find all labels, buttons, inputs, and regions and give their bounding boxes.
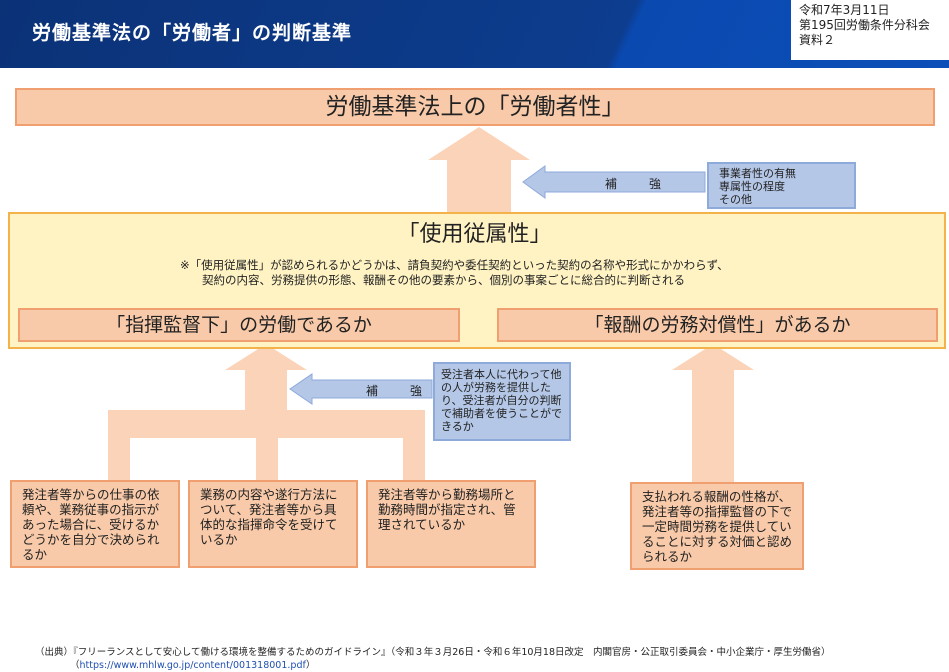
meta-date: 令和7年3月11日 bbox=[799, 3, 890, 17]
up-arrow-right bbox=[672, 344, 754, 482]
bracket-center-leg bbox=[256, 438, 278, 482]
page-title: 労働基準法の「労働者」の判断基準 bbox=[32, 22, 353, 44]
note-line: ※「使用従属性」が認められるかどうかは、請負契約や委任契約といった契約の名称や形… bbox=[180, 258, 729, 272]
up-arrow-main bbox=[428, 127, 530, 212]
criterion-box: 支払われる報酬の性格が、発注者等の指揮監督の下で一定時間労務を提供していることに… bbox=[630, 482, 804, 570]
subordination-note: ※「使用従属性」が認められるかどうかは、請負契約や委任契約といった契約の名称や形… bbox=[180, 258, 729, 288]
reinforce-arrow-2 bbox=[289, 373, 433, 405]
worker-status-box: 労働基準法上の「労働者性」 bbox=[15, 88, 935, 126]
reinforce-arrow-1 bbox=[522, 165, 706, 199]
paren: （ bbox=[70, 660, 80, 671]
reinforce-label-1: 補 強 bbox=[605, 177, 672, 191]
meta-meeting: 第195回労働条件分科会 bbox=[799, 18, 930, 32]
reinforce-label-2: 補 強 bbox=[366, 384, 433, 398]
reinforce-factors-box: 事業者性の有無 専属性の程度 その他 bbox=[707, 162, 856, 209]
substitute-labor-box: 受注者本人に代わって他の人が労務を提供したり、受注者が自分の判断で補助者を使うこ… bbox=[433, 362, 571, 441]
up-arrow-left bbox=[225, 344, 307, 410]
source-citation: （出典）『フリーランスとして安心して働ける環境を整備するためのガイドライン』（令… bbox=[35, 647, 831, 658]
criterion-box: 発注者等からの仕事の依頼や、業務従事の指示があった場合に、受けるかどうかを自分で… bbox=[10, 480, 180, 568]
document-meta: 令和7年3月11日 第195回労働条件分科会 資料２ bbox=[791, 0, 949, 60]
header-banner bbox=[0, 0, 949, 68]
factor-item: その他 bbox=[719, 193, 752, 206]
bracket-left bbox=[108, 410, 425, 482]
remuneration-box: 「報酬の労務対償性」があるか bbox=[497, 308, 938, 342]
factor-item: 事業者性の有無 bbox=[719, 167, 796, 180]
factor-item: 専属性の程度 bbox=[719, 180, 785, 193]
direction-supervision-box: 「指揮監督下」の労働であるか bbox=[18, 308, 460, 342]
criterion-box: 業務の内容や遂行方法について、発注者等から具体的な指揮命令を受けているか bbox=[188, 480, 358, 568]
criterion-box: 発注者等から勤務場所と勤務時間が指定され、管理されているか bbox=[366, 480, 536, 568]
source-link[interactable]: https://www.mhlw.go.jp/content/001318001… bbox=[79, 660, 306, 671]
note-line: 契約の内容、労務提供の形態、報酬その他の要素から、個別の事案ごとに総合的に判断さ… bbox=[202, 273, 685, 287]
subordination-title: 「使用従属性」 bbox=[397, 222, 552, 247]
paren: ） bbox=[305, 660, 316, 671]
source-link-line: （https://www.mhlw.go.jp/content/00131800… bbox=[70, 657, 315, 671]
meta-material: 資料２ bbox=[799, 33, 836, 47]
